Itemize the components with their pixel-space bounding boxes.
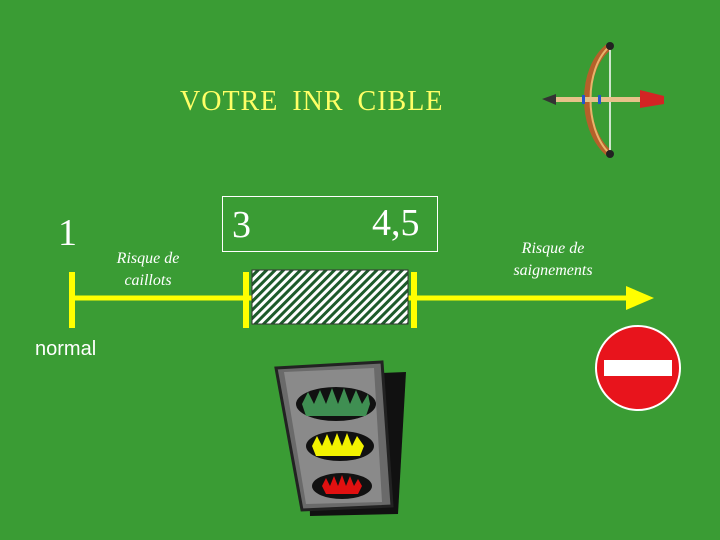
target-range-hatch [251,269,409,325]
target-max-value: 4,5 [372,202,420,244]
light-red [312,473,372,499]
scale-start-value: 1 [58,212,77,254]
no-entry-sign-icon [595,325,681,411]
light-yellow [306,431,374,461]
target-min-value: 3 [232,204,251,246]
bow-and-arrow-icon [542,42,664,158]
traffic-light-icon [274,360,406,516]
normal-label: normal [35,338,97,360]
page-title: VOTRE INR CIBLE [180,86,444,117]
light-green [296,387,376,421]
axis-arrowhead [626,286,654,310]
clot-risk-note: Risque de caillots [116,250,180,290]
bleed-risk-note: Risque de saignements [513,240,593,280]
target-range-box [222,196,438,252]
